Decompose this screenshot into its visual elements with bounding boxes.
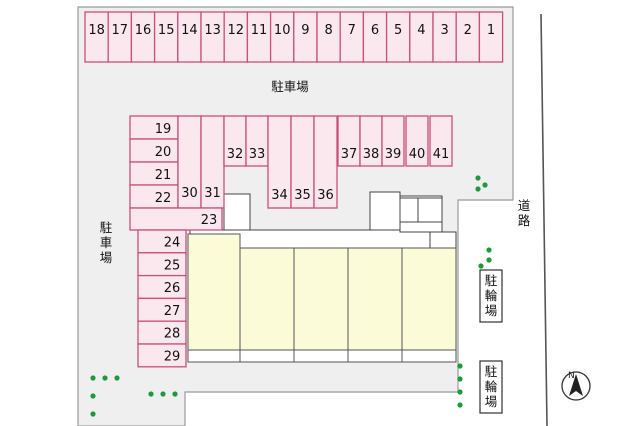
parking-space-label-8: 8 xyxy=(324,23,332,38)
parking-space-label-4: 4 xyxy=(417,23,425,38)
road-label-1: 道 xyxy=(518,198,531,213)
parking-space-label-12: 12 xyxy=(228,23,245,38)
parking-space-label-23: 23 xyxy=(201,213,218,228)
parking-space-1 xyxy=(478,11,504,63)
unit-1 xyxy=(187,233,241,351)
balcony-1 xyxy=(187,349,241,363)
parking-space-label-15: 15 xyxy=(158,23,175,38)
bike-parking-lower-box xyxy=(479,360,503,414)
parking-space-label-1: 1 xyxy=(487,23,495,38)
bike-parking-upper-label-3: 場 xyxy=(485,303,498,318)
parking-space-label-11: 11 xyxy=(251,23,268,38)
bike-parking-lower-label-1: 駐 xyxy=(485,364,498,379)
north-arrow-compass: N xyxy=(561,371,591,401)
parking-space-label-6: 6 xyxy=(371,23,379,38)
trees xyxy=(90,175,492,417)
parking-space-label-22: 22 xyxy=(155,191,172,206)
parking-space-label-3: 3 xyxy=(440,23,448,38)
parking-space-label-17: 17 xyxy=(112,23,129,38)
balcony-2 xyxy=(239,349,295,363)
parking-space-label-19: 19 xyxy=(155,122,172,137)
bike-parking-upper-label-2: 輪 xyxy=(485,288,498,303)
parking-space-label-20: 20 xyxy=(155,145,172,160)
parking-space-label-41: 41 xyxy=(433,147,450,162)
unit-2 xyxy=(239,247,295,351)
bike-parking-upper-box xyxy=(479,269,503,323)
parking-space-label-35: 35 xyxy=(294,188,311,203)
parking-space-label-37: 37 xyxy=(341,147,358,162)
balcony-5 xyxy=(401,349,457,363)
parking-space-label-30: 30 xyxy=(181,186,198,201)
parking-space-label-28: 28 xyxy=(164,327,181,342)
parking-space-label-34: 34 xyxy=(271,188,288,203)
parking-space-36 xyxy=(313,115,338,209)
parking-space-41 xyxy=(429,115,453,167)
parking-space-label-9: 9 xyxy=(301,23,309,38)
parking-space-label-14: 14 xyxy=(181,23,198,38)
balcony-3 xyxy=(293,349,349,363)
parking-space-label-5: 5 xyxy=(394,23,402,38)
balcony-4 xyxy=(347,349,403,363)
bike-parking-upper-label-1: 駐 xyxy=(485,273,498,288)
parking-space-label-18: 18 xyxy=(88,23,105,38)
unit-3 xyxy=(293,247,349,351)
parking-space-label-10: 10 xyxy=(274,23,291,38)
parking-space-label-13: 13 xyxy=(204,23,221,38)
parking-space-label-39: 39 xyxy=(385,147,402,162)
parking-space-label-25: 25 xyxy=(164,258,181,273)
bike-parking-lower-label-3: 場 xyxy=(485,394,498,409)
road-label-2: 路 xyxy=(518,213,531,228)
parking-space-label-29: 29 xyxy=(164,350,181,365)
parking-space-40 xyxy=(405,115,429,167)
parking-space-label-24: 24 xyxy=(164,236,181,251)
parking-space-label-27: 27 xyxy=(164,304,181,319)
parking-space-label-32: 32 xyxy=(227,147,244,162)
parking-space-label-31: 31 xyxy=(204,186,221,201)
parking-space-label-2: 2 xyxy=(464,23,472,38)
unit-4 xyxy=(347,247,403,351)
parking-space-39 xyxy=(381,115,405,167)
parking-lot-label: 駐車場 xyxy=(271,79,309,94)
side-lot-label-1: 駐 xyxy=(100,220,113,235)
parking-space-label-21: 21 xyxy=(155,168,172,183)
parking-space-label-40: 40 xyxy=(409,147,426,162)
parking-space-label-16: 16 xyxy=(135,23,152,38)
parking-space-label-26: 26 xyxy=(164,281,181,296)
parking-space-label-36: 36 xyxy=(317,188,334,203)
side-lot-label-3: 場 xyxy=(100,250,113,265)
parking-space-29 xyxy=(137,343,187,368)
parking-space-label-33: 33 xyxy=(249,147,266,162)
building-outline xyxy=(189,191,457,251)
unit-5 xyxy=(401,247,457,351)
compass-north-label: N xyxy=(568,371,575,381)
road-edge-line xyxy=(540,13,548,426)
parking-space-label-7: 7 xyxy=(348,23,356,38)
apartment-building xyxy=(187,233,457,363)
side-lot-label-2: 車 xyxy=(100,235,113,250)
parking-space-label-38: 38 xyxy=(363,147,380,162)
bike-parking-lower-label-2: 輪 xyxy=(485,379,498,394)
